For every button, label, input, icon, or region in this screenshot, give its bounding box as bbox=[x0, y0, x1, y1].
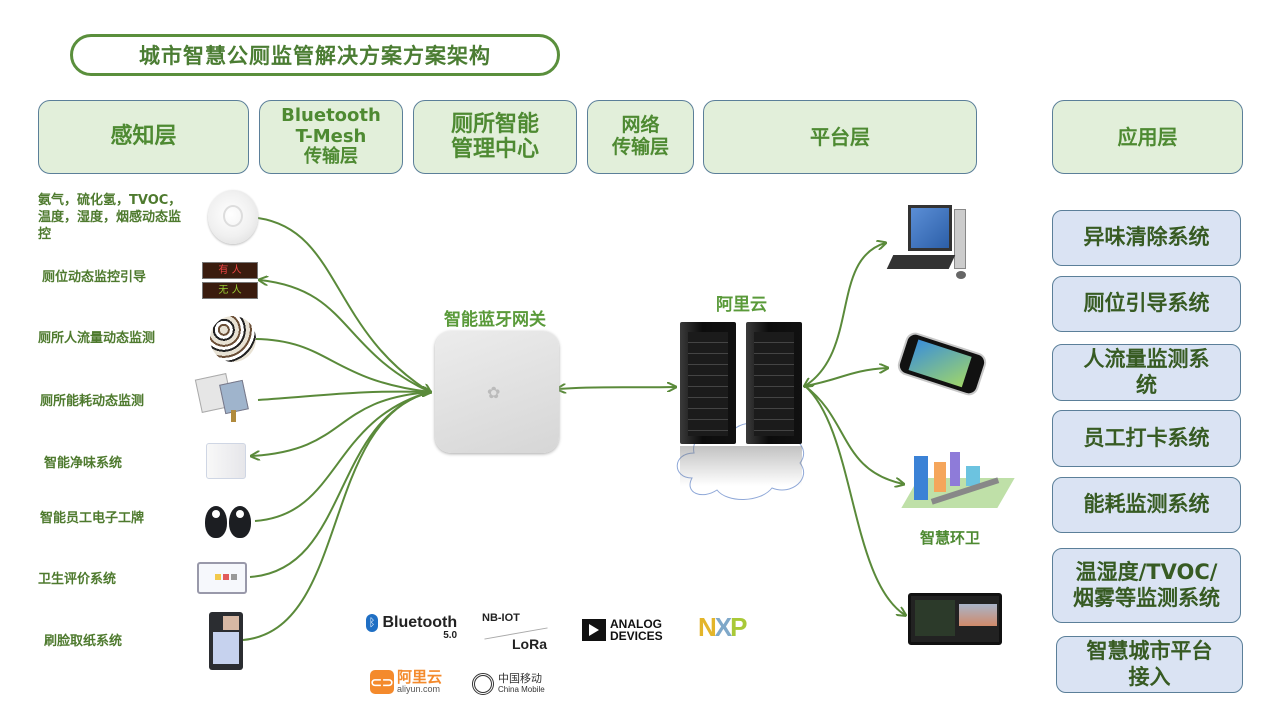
bluetooth-rune-icon: ᛒ bbox=[366, 614, 378, 632]
link-face-to-gateway bbox=[242, 391, 431, 641]
layer-center-line2: 管理中心 bbox=[450, 137, 539, 162]
app-people-flow-line2: 统 bbox=[1136, 372, 1157, 397]
cloud-label: 阿里云 bbox=[716, 295, 767, 315]
aliyun-cn: 阿里云 bbox=[397, 669, 443, 686]
smart-sanitation-label: 智慧环卫 bbox=[920, 529, 981, 547]
app-energy-monitor-label: 能耗监测系统 bbox=[1083, 492, 1210, 517]
app-smart-city-line2: 接入 bbox=[1128, 664, 1171, 689]
dashboard-screen-icon bbox=[908, 593, 1002, 645]
layer-perception: 感知层 bbox=[38, 100, 249, 174]
analog-line2: DEVICES bbox=[610, 629, 663, 643]
server-rack-left-icon bbox=[680, 322, 736, 444]
app-energy-monitor: 能耗监测系统 bbox=[1052, 477, 1241, 533]
layer-bluetooth-line2: T-Mesh bbox=[295, 125, 367, 147]
layer-platform-label: 平台层 bbox=[810, 124, 870, 149]
layer-management-center: 厕所智能 管理中心 bbox=[413, 100, 577, 174]
app-staff-checkin: 员工打卡系统 bbox=[1052, 410, 1241, 467]
diagram-title: 城市智慧公厕监管解决方案方案架构 bbox=[70, 34, 560, 76]
layer-bluetooth-transport: Bluetooth T-Mesh 传输层 bbox=[259, 100, 403, 174]
link-cloud-to-screen bbox=[804, 385, 905, 615]
face-paper-dispenser-icon bbox=[209, 612, 243, 670]
smart-city-icon bbox=[901, 448, 1015, 518]
link-gateway-cloud bbox=[558, 387, 675, 389]
layer-bluetooth-line3: 传输层 bbox=[304, 146, 358, 168]
china-mobile-cn: 中国移动 bbox=[498, 673, 542, 686]
layer-network-line1: 网络 bbox=[621, 114, 660, 137]
server-rack-right-icon bbox=[746, 322, 802, 444]
bluetooth-logo-text: Bluetooth bbox=[382, 614, 458, 631]
bluetooth-version: 5.0 bbox=[443, 630, 458, 642]
occupancy-display-icon: 有 人 无 人 bbox=[202, 262, 258, 300]
desktop-computer-icon bbox=[886, 205, 976, 285]
aliyun-en: aliyun.com bbox=[397, 684, 441, 694]
app-stall-guide-label: 厕位引导系统 bbox=[1083, 291, 1210, 316]
layer-perception-label: 感知层 bbox=[110, 124, 177, 150]
china-mobile-mark-icon bbox=[472, 673, 494, 695]
app-odor-removal: 异味清除系统 bbox=[1052, 210, 1241, 266]
sensor-label-face-paper: 刷脸取纸系统 bbox=[44, 634, 123, 649]
nxp-logo: NXP bbox=[698, 612, 748, 642]
app-smart-city-access: 智慧城市平台 接入 bbox=[1056, 636, 1243, 693]
layer-application: 应用层 bbox=[1052, 100, 1243, 174]
nbiot-text: NB-IOT bbox=[482, 612, 520, 624]
analog-line1: ANALOG bbox=[610, 617, 662, 631]
sensor-label-rating: 卫生评价系统 bbox=[38, 572, 117, 587]
link-badge-to-gateway bbox=[254, 391, 431, 522]
aliyun-mark-icon: ⊂⊃ bbox=[370, 670, 394, 694]
link-counter-to-gateway bbox=[254, 338, 430, 392]
bluetooth-logo: ᛒ Bluetooth 5.0 bbox=[366, 614, 457, 641]
smoke-detector-icon bbox=[208, 190, 258, 244]
app-odor-removal-label: 异味清除系统 bbox=[1083, 225, 1210, 250]
server-reflection bbox=[680, 446, 802, 486]
layer-network-transport: 网络 传输层 bbox=[587, 100, 694, 174]
link-cloud-to-city bbox=[804, 385, 903, 484]
sensor-label-gas-env: 氨气，硫化氢，TVOC，温度，湿度，烟感动态监控 bbox=[38, 193, 182, 242]
bluetooth-gateway-icon: ✿ bbox=[435, 331, 559, 453]
layer-bluetooth-line1: Bluetooth bbox=[281, 104, 381, 126]
display-occupied: 有 人 bbox=[202, 262, 258, 279]
sensor-label-stall-guide: 厕位动态监控引导 bbox=[42, 270, 147, 285]
link-cloud-to-phone bbox=[804, 368, 887, 387]
link-cloud-to-computer bbox=[805, 243, 885, 386]
aliyun-logo: ⊂⊃ 阿里云 aliyun.com bbox=[370, 670, 442, 694]
link-meter-to-gateway bbox=[257, 392, 430, 401]
layer-network-line2: 传输层 bbox=[611, 136, 669, 158]
app-stall-guide: 厕位引导系统 bbox=[1052, 276, 1241, 332]
people-counter-icon bbox=[210, 316, 256, 362]
sensor-label-badge: 智能员工电子工牌 bbox=[40, 511, 145, 526]
display-vacant: 无 人 bbox=[202, 282, 258, 299]
app-people-flow: 人流量监测系 统 bbox=[1052, 344, 1241, 401]
link-gateway-to-display bbox=[260, 280, 431, 393]
sensor-label-people-flow: 厕所人流量动态监测 bbox=[38, 331, 156, 346]
air-purifier-icon bbox=[206, 443, 246, 479]
app-people-flow-line1: 人流量监测系 bbox=[1083, 347, 1210, 372]
analog-triangle-icon bbox=[582, 619, 606, 641]
energy-meter-icon bbox=[194, 372, 254, 422]
gateway-label: 智能蓝牙网关 bbox=[444, 310, 546, 330]
layer-center-line1: 厕所智能 bbox=[450, 111, 539, 137]
link-smoke-to-gateway bbox=[257, 217, 430, 392]
rating-tablet-icon bbox=[197, 562, 247, 594]
china-mobile-logo: 中国移动 China Mobile bbox=[472, 673, 545, 695]
link-tablet-to-gateway bbox=[249, 391, 431, 578]
nbiot-lora-logo: NB-IOT LoRa bbox=[482, 612, 552, 656]
badge-tag-icon bbox=[205, 500, 255, 540]
app-env-monitor-line1: 温湿度/TVOC/ bbox=[1075, 560, 1218, 585]
layer-application-label: 应用层 bbox=[1117, 124, 1178, 149]
china-mobile-en: China Mobile bbox=[498, 684, 545, 694]
sensor-label-energy: 厕所能耗动态监测 bbox=[40, 394, 145, 409]
sensor-label-purifier: 智能净味系统 bbox=[44, 456, 123, 471]
layer-platform: 平台层 bbox=[703, 100, 977, 174]
lora-text: LoRa bbox=[512, 636, 547, 652]
analog-devices-logo: ANALOG DEVICES bbox=[582, 618, 663, 642]
app-staff-checkin-label: 员工打卡系统 bbox=[1083, 425, 1210, 450]
link-gateway-to-purifier bbox=[252, 391, 431, 456]
app-env-monitor: 温湿度/TVOC/ 烟雾等监测系统 bbox=[1052, 548, 1241, 623]
app-smart-city-line1: 智慧城市平台 bbox=[1086, 639, 1213, 664]
app-env-monitor-line2: 烟雾等监测系统 bbox=[1073, 585, 1220, 610]
